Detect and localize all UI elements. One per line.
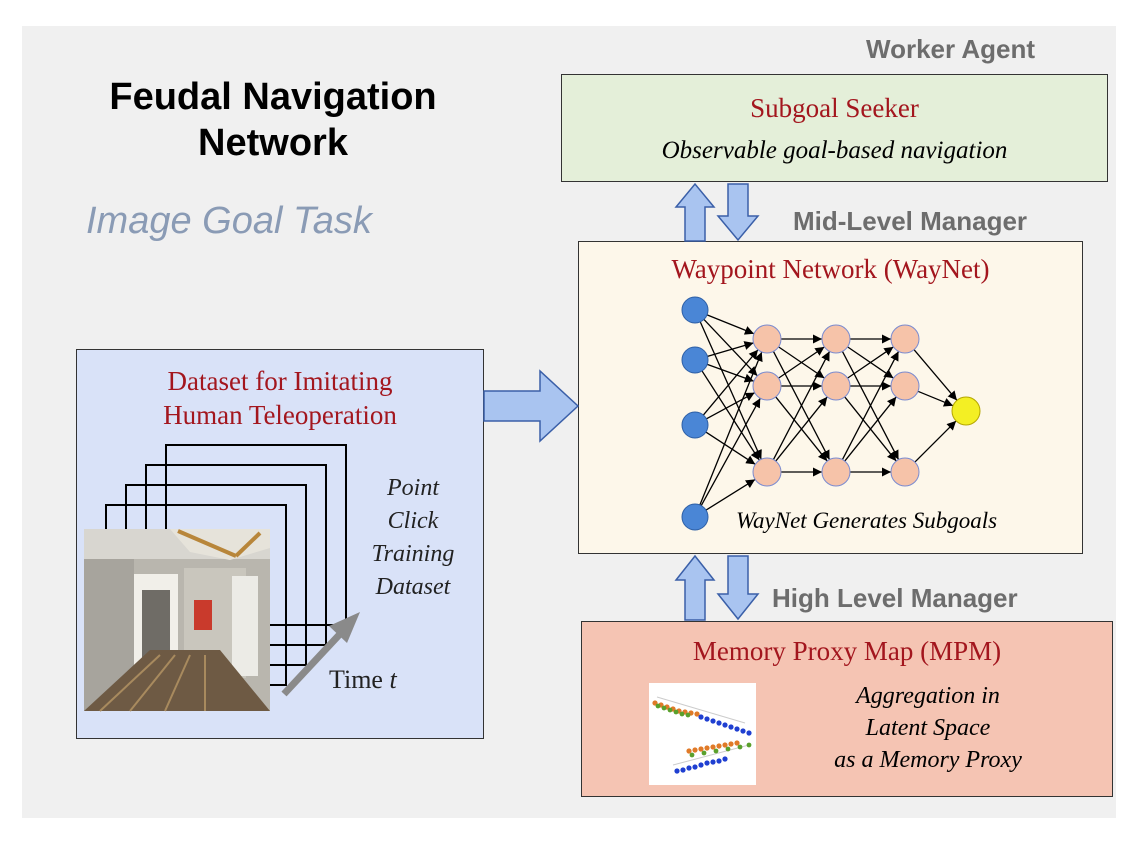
network-edge (699, 351, 763, 506)
worker-agent-label: Worker Agent (866, 34, 1036, 64)
network-edge (705, 431, 756, 465)
stack-label-line: Click (387, 508, 439, 534)
input-node (681, 346, 709, 374)
time-label: Time t (329, 665, 397, 695)
dataset-title-line: Dataset for Imitating (167, 366, 393, 396)
network-edge (778, 346, 825, 379)
waynet-title: Waypoint Network (WayNet) (671, 254, 990, 284)
network-edge (706, 392, 755, 420)
network-edge (917, 390, 954, 407)
input-node (681, 411, 709, 439)
latent-scatter-icon (652, 696, 752, 774)
network-edge (707, 363, 755, 383)
input-node (681, 503, 709, 531)
network-edge (841, 351, 900, 460)
dataset-to-waynet-arrow (483, 369, 580, 443)
mpm-description: Aggregation in Latent Space as a Memory … (800, 680, 1056, 776)
hidden-node (752, 371, 782, 401)
network-edge (700, 397, 761, 506)
high-level-manager-label: High Level Manager (772, 583, 1018, 613)
stack-label-line: Dataset (375, 574, 451, 600)
dataset-title: Dataset for Imitating Human Teleoperatio… (77, 364, 483, 432)
subgoal-seeker-title: Subgoal Seeker (750, 93, 919, 123)
network-edge (706, 314, 755, 335)
waynet-to-mpm-arrow (716, 555, 760, 621)
network-edge (775, 396, 828, 462)
worker-to-waynet-arrow (716, 183, 760, 242)
hidden-node (890, 324, 920, 354)
network-edge (702, 349, 759, 416)
subgoal-seeker-description: Observable goal-based navigation (661, 137, 1008, 164)
task-label: Image Goal Task (86, 200, 372, 242)
diagram-title: Feudal Navigation Network (109, 76, 437, 164)
network-edge (703, 318, 758, 377)
time-arrow (281, 612, 360, 697)
network-edge (707, 341, 754, 357)
waynet-to-worker-arrow (674, 182, 716, 242)
network-edge (914, 420, 957, 463)
mpm-box: Memory Proxy Map (MPM) Aggregation in La… (581, 621, 1113, 797)
mpm-description-line: Aggregation in (856, 683, 1000, 709)
output-node (951, 396, 981, 426)
mid-level-manager-label: Mid-Level Manager (793, 206, 1028, 236)
stack-label: Point Click Training Dataset (363, 472, 463, 604)
mpm-to-waynet-arrow (674, 554, 716, 621)
network-connections (699, 314, 958, 511)
stack-label-line: Point (387, 475, 439, 501)
hidden-node (752, 457, 782, 487)
network-edge (844, 396, 897, 462)
hidden-node (890, 371, 920, 401)
latent-space-plot (649, 683, 756, 785)
network-edge (699, 321, 762, 460)
input-node (681, 296, 709, 324)
room-photo (84, 529, 270, 712)
time-variable: t (389, 665, 397, 694)
hidden-node (821, 371, 851, 401)
hidden-node (821, 457, 851, 487)
network-edge (847, 346, 894, 379)
mpm-description-line: Latent Space (865, 715, 991, 741)
network-edge (913, 349, 958, 401)
waynet-caption: WayNet Generates Subgoals (736, 508, 998, 533)
hidden-node (821, 324, 851, 354)
mpm-description-line: as a Memory Proxy (834, 747, 1022, 773)
dataset-title-line: Human Teleoperation (163, 400, 397, 430)
network-edge (705, 478, 756, 511)
network-nodes (681, 296, 981, 531)
time-label-text: Time (329, 665, 383, 694)
hidden-node (890, 457, 920, 487)
stack-label-line: Training (371, 541, 455, 567)
network-edge (772, 351, 831, 460)
network-edge (701, 370, 760, 461)
mpm-title: Memory Proxy Map (MPM) (692, 636, 1002, 666)
hidden-node (752, 324, 782, 354)
subgoal-seeker-box: Subgoal Seeker Observable goal-based nav… (561, 74, 1108, 182)
